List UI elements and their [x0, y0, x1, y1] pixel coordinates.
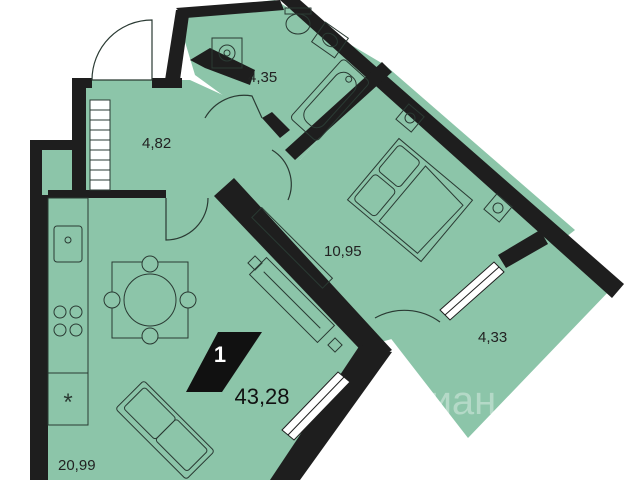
balcony-area-label: 4,33: [478, 329, 507, 346]
bedroom-area-label: 10,95: [324, 243, 362, 260]
windows: [281, 261, 505, 441]
wall-top-right: [280, 0, 624, 298]
rooms-count-badge: [186, 332, 262, 392]
wall-bath-inner: [190, 48, 255, 85]
wall-left-top: [30, 140, 80, 150]
hallway-area-label: 4,82: [142, 135, 171, 152]
wall-left-inner: [42, 195, 48, 480]
doors: [91, 19, 441, 323]
wall-kitchen-hallway: [48, 190, 166, 198]
bathtub-icon: [291, 59, 369, 141]
room-labels: 4,35 4,82 10,95 4,33 20,99: [58, 69, 507, 474]
watermark: Циан: [368, 379, 496, 423]
bathroom-area-label: 4,35: [248, 69, 277, 86]
kitchen-counter: [47, 197, 89, 426]
corner-table: [327, 337, 343, 353]
wall-bath-left: [165, 8, 190, 80]
window-bedroom-line: [444, 266, 500, 316]
wall-bedroom-balcony: [498, 230, 548, 268]
dining-table: [103, 255, 197, 345]
door-entrance: [91, 19, 153, 81]
wall-left-outer: [30, 140, 42, 480]
toilet-icon: [284, 7, 312, 35]
sofa-icon: [116, 381, 214, 479]
apartment-summary: 1 43,28: [186, 332, 290, 409]
total-area: 43,28: [234, 384, 289, 409]
fridge-icon: *: [63, 389, 72, 416]
wall-bath-door-stub: [262, 112, 290, 138]
door-balcony: [374, 309, 441, 323]
desk-unit: [251, 206, 334, 289]
bed-icon: [346, 137, 474, 263]
walls: [30, 0, 624, 480]
wall-corridor-left: [72, 78, 86, 196]
watermark-logo-icon: [368, 388, 396, 416]
window-living-line: [287, 376, 345, 436]
wall-hallway-top: [152, 78, 182, 88]
wall-corridor-top: [72, 78, 92, 88]
side-table: [247, 255, 263, 271]
balcony-floor: [375, 238, 612, 438]
nightstand-top: [395, 103, 425, 133]
media-unit: [248, 256, 336, 344]
kitchen-living-area-label: 20,99: [58, 457, 96, 474]
door-living: [165, 197, 209, 241]
door-bathroom: [204, 94, 263, 119]
wall-bath-top: [176, 0, 284, 18]
rooms-count: 1: [214, 342, 226, 367]
door-bedroom: [271, 149, 292, 201]
watermark-text: Циан: [400, 379, 496, 423]
nightstand-bottom: [483, 193, 513, 223]
shoe-rack: [89, 99, 111, 191]
bath-sink-icon: [310, 21, 350, 59]
wall-living-bottom-right: [270, 345, 392, 480]
wall-bath-bedroom: [285, 62, 392, 160]
washing-machine-icon: [211, 37, 243, 69]
fixtures: *: [47, 7, 513, 479]
